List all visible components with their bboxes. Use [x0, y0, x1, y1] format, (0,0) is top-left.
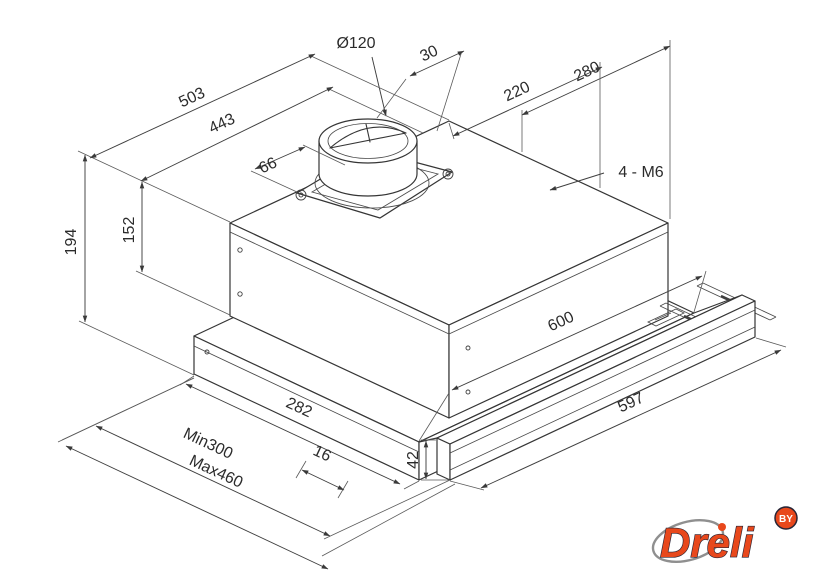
plate-tab-left-hole [298, 192, 304, 198]
dimension-line [254, 146, 306, 170]
extension-line [77, 55, 450, 223]
dimension-m6: 4 - M6 [549, 164, 664, 191]
dimension-line [65, 445, 329, 570]
dimension-220: 220 [448, 62, 603, 188]
logo-wordmark: Dreli [660, 519, 755, 566]
screw-hole [204, 349, 210, 355]
extension-line [328, 88, 424, 134]
dimension-42: 42 [405, 439, 449, 481]
leader-line [549, 172, 605, 191]
extension-line [421, 439, 449, 481]
extension-line [250, 144, 346, 193]
dimension-line [409, 50, 465, 77]
extension-line [78, 320, 195, 376]
logo-badge-label: BY [779, 514, 793, 525]
logo-badge [774, 506, 798, 530]
dim-152-label: 152 [121, 217, 138, 244]
dim-m6-label: 4 - M6 [618, 164, 663, 181]
dim-194-label: 194 [63, 229, 80, 256]
duct-assembly [295, 118, 454, 219]
dim-42-label: 42 [405, 451, 422, 469]
brand-logo: Dreli BY [651, 506, 798, 567]
dim-30-label: 30 [417, 42, 440, 65]
leader-line [371, 56, 387, 117]
body-left-seam [229, 231, 450, 335]
dimension-diameter-120: Ø120 [336, 35, 387, 117]
plate-tab-right-hole [445, 171, 451, 177]
screw-hole [237, 291, 243, 297]
dim-66-label: 66 [256, 154, 279, 177]
damper-flap [329, 126, 407, 149]
dimension-line [480, 349, 782, 489]
logo-swoosh-dot [718, 523, 726, 531]
dimension-line [452, 66, 603, 137]
plate-tab-left [295, 189, 307, 201]
dimension-line [140, 86, 334, 182]
strip-left-end [436, 437, 451, 481]
extension-line [449, 337, 787, 491]
extension-line [57, 377, 456, 557]
extension-line [135, 270, 231, 316]
damper-chord [329, 132, 407, 149]
logo-swoosh [651, 519, 725, 563]
dimension-152: 152 [121, 181, 231, 316]
dimension-66: 66 [250, 144, 346, 193]
damper-pivot [365, 123, 371, 143]
dimension-30: 30 [376, 42, 465, 132]
plate-tab-right [442, 168, 454, 180]
dimension-194: 194 [63, 154, 195, 376]
screw-hole [237, 247, 243, 253]
dim-diameter-label: Ø120 [336, 35, 375, 52]
